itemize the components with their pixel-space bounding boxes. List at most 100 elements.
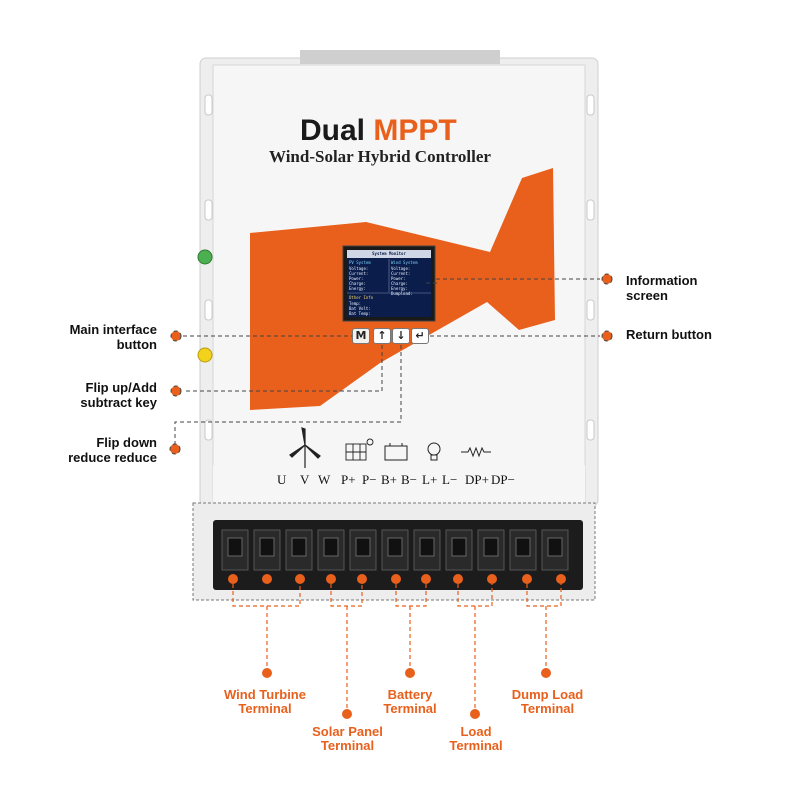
terminal-label: V xyxy=(300,472,310,487)
lcd-row: Energy: xyxy=(349,286,366,291)
lcd-row: Current: xyxy=(391,271,411,276)
wind-turbine-icon xyxy=(289,427,321,468)
terminal-slot xyxy=(445,529,473,571)
lcd-left-rows: Voltage:Current:Power:Charge:Energy: xyxy=(349,266,368,291)
lcd-row: Temp: xyxy=(349,301,362,306)
terminal-screw xyxy=(483,537,499,557)
terminal-screw xyxy=(515,537,531,557)
terminal-label: U xyxy=(277,472,287,487)
label-dump-load-terminal: Dump Load Terminal xyxy=(511,687,584,716)
terminal-leader-dot xyxy=(342,709,352,719)
terminal-bracket xyxy=(395,584,427,607)
lcd-other-header: Other Info xyxy=(349,295,374,300)
callout-return-button: Return button xyxy=(626,327,712,342)
lcd-row: Current: xyxy=(349,271,369,276)
terminal-label: P− xyxy=(362,472,377,487)
terminal-screw xyxy=(419,537,435,557)
lcd-other-rows: Temp:Bat Volt:Bat Temp: xyxy=(349,301,371,316)
lcd-row: Voltage: xyxy=(349,266,369,271)
flip-down-button[interactable]: ↓ xyxy=(392,328,410,344)
lcd-row: Bat Volt: xyxy=(349,306,371,311)
terminal-slots xyxy=(221,529,569,571)
yellow-indicator-icon xyxy=(197,347,213,363)
label-wind-turbine-terminal: Wind Turbine Terminal xyxy=(224,687,306,716)
terminal-dot xyxy=(262,574,272,584)
leader-flip-down xyxy=(174,345,402,445)
resistor-icon xyxy=(461,446,491,458)
lcd-title-bar xyxy=(347,250,431,258)
terminal-label: B+ xyxy=(381,472,398,487)
terminal-label: W xyxy=(318,472,331,487)
terminal-dot xyxy=(421,574,431,584)
terminal-screw xyxy=(259,537,275,557)
terminal-leader-dot xyxy=(541,668,551,678)
terminal-dot xyxy=(522,574,532,584)
terminal-bracket xyxy=(232,584,301,607)
lcd-row: Charge: xyxy=(391,281,408,286)
terminal-screw xyxy=(323,537,339,557)
green-indicator-icon xyxy=(197,249,213,265)
mounting-slots xyxy=(204,94,595,441)
terminal-screw xyxy=(291,537,307,557)
terminal-dot xyxy=(391,574,401,584)
leader-dot xyxy=(170,330,182,342)
terminal-screw xyxy=(387,537,403,557)
terminal-dot xyxy=(453,574,463,584)
lcd-row: Voltage: xyxy=(391,266,411,271)
return-button[interactable]: ↵ xyxy=(411,328,429,344)
terminal-label: DP− xyxy=(491,472,515,487)
lcd-row: Bat Temp: xyxy=(349,311,371,316)
terminal-dot xyxy=(556,574,566,584)
lcd-right-rows: Voltage:Current:Power:Charge:Energy:Dump… xyxy=(391,266,413,296)
product-subtitle: Wind-Solar Hybrid Controller xyxy=(269,147,491,166)
terminal-leader-dot xyxy=(262,668,272,678)
terminal-dot xyxy=(357,574,367,584)
brand-mppt: MPPT xyxy=(373,114,457,147)
lcd-row: Power: xyxy=(349,276,364,281)
lcd-row: Energy: xyxy=(391,286,408,291)
lcd-title: System Monitor xyxy=(372,251,406,256)
terminal-label: L+ xyxy=(422,472,438,487)
lcd-row: Dumpload: xyxy=(391,291,413,296)
label-load-terminal: Load Terminal xyxy=(449,724,503,753)
callout-flip-up: Flip up/Add subtract key xyxy=(80,380,157,410)
callout-information-screen: Information screen xyxy=(626,273,698,303)
terminal-dot xyxy=(228,574,238,584)
terminal-screw xyxy=(547,537,563,557)
leader-dot xyxy=(169,443,181,455)
terminal-dot xyxy=(326,574,336,584)
terminal-label: L− xyxy=(442,472,458,487)
lcd-left-header: PV System xyxy=(349,260,371,265)
battery-icon xyxy=(384,443,408,461)
brand-title: Dual MPPT xyxy=(300,114,457,148)
lightbulb-icon xyxy=(427,442,441,461)
callout-main-interface: Main interface button xyxy=(69,322,157,352)
terminal-screw xyxy=(227,537,243,557)
terminal-dot xyxy=(295,574,305,584)
terminal-bracket xyxy=(526,584,562,607)
terminal-label: B− xyxy=(401,472,418,487)
callout-flip-down: Flip down reduce reduce xyxy=(68,435,157,465)
lcd-row: Power: xyxy=(391,276,406,281)
leader-dot xyxy=(170,385,182,397)
top-edge xyxy=(300,50,500,64)
lcd-row: Charge: xyxy=(349,281,366,286)
terminal-label: DP+ xyxy=(465,472,489,487)
terminal-leader-dot xyxy=(470,709,480,719)
label-solar-panel-terminal: Solar Panel Terminal xyxy=(312,724,383,753)
solar-panel-icon xyxy=(345,438,374,461)
terminal-leader-dot xyxy=(405,668,415,678)
label-battery-terminal: Battery Terminal xyxy=(383,687,437,716)
brand-dual: Dual xyxy=(300,114,366,147)
lcd-right-header: Wind System xyxy=(391,260,418,265)
terminal-dot xyxy=(487,574,497,584)
terminal-screw xyxy=(451,537,467,557)
leader-dot xyxy=(601,330,613,342)
terminal-label: P+ xyxy=(341,472,356,487)
terminal-screw xyxy=(355,537,371,557)
leader-dot xyxy=(601,273,613,285)
leader-flip-up xyxy=(183,345,383,392)
flip-up-button[interactable]: ↑ xyxy=(373,328,391,344)
main-interface-button[interactable]: M xyxy=(352,328,370,344)
